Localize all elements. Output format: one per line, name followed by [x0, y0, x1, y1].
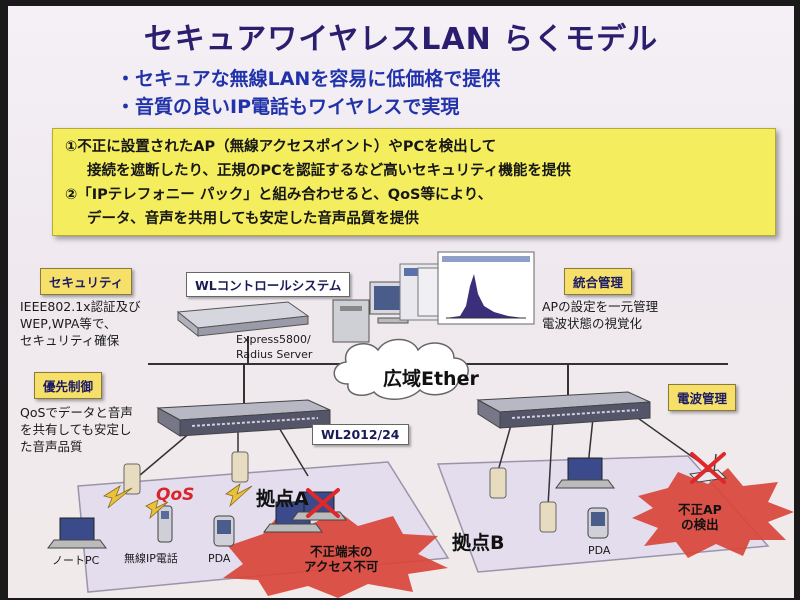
feature-line: データ、音声を共用しても安定した音声品質を提供: [87, 211, 419, 227]
radio-tag: 電波管理: [668, 384, 737, 411]
burst-a-text: 不正端末の アクセス不可: [304, 544, 378, 574]
switch-model-label: WL2012/24: [312, 424, 409, 445]
management-tag: 統合管理: [564, 268, 633, 295]
server-icon: [176, 301, 310, 338]
feature-box: ①不正に設置されたAP（無線アクセスポイント）やPCを検出して 接続を遮断したり…: [52, 128, 776, 236]
management-note-line: 電波状態の視覚化: [542, 316, 643, 331]
bullet-point: ・セキュアな無線LANを容易に低価格で提供: [116, 68, 501, 90]
feature-line: ①不正に設置されたAP（無線アクセスポイント）やPCを検出して: [65, 139, 497, 155]
pda-icon: [213, 507, 609, 547]
priority-tag: 優先制御: [34, 372, 103, 399]
burst-a-line: 不正端末の: [309, 544, 373, 559]
cross-icon: [306, 488, 340, 518]
laptop-icon: [47, 457, 615, 549]
burst-b-line: 不正AP: [678, 502, 722, 517]
burst-b-line: の検出: [681, 517, 719, 532]
pda-b-label: PDA: [588, 544, 611, 557]
priority-note-line: QoSでデータと音声: [20, 405, 133, 420]
security-note-line: WEP,WPA等で、: [20, 316, 117, 331]
slide: セキュアワイヤレスLAN らくモデル ・セキュアな無線LANを容易に低価格で提供…: [8, 6, 794, 598]
burst-b-text: 不正AP の検出: [678, 502, 722, 532]
feature-line: 接続を遮断したり、正規のPCを認証するなど高いセキュリティ機能を提供: [87, 163, 571, 179]
wl-control-label: WLコントロールシステム: [186, 272, 351, 297]
management-note: APの設定を一元管理 電波状態の視覚化: [542, 298, 658, 332]
link-b-2: [547, 417, 554, 507]
network-diagram: [47, 251, 794, 598]
notebook-label: ノートPC: [52, 554, 100, 567]
priority-note: QoSでデータと音声 を共有しても安定し た音声品質: [20, 404, 133, 455]
bullet-point: ・音質の良いIP電話もワイヤレスで実現: [116, 96, 460, 118]
burst-a-line: アクセス不可: [304, 559, 379, 574]
security-note: IEEE802.1x認証及び WEP,WPA等で、 セキュリティ確保: [20, 298, 141, 349]
security-note-line: セキュリティ確保: [20, 333, 120, 348]
cross-ap-icon: [690, 452, 726, 484]
link-a-3: [277, 425, 309, 477]
feature-line: ②「IPテレフォニー パック」と組み合わせると、QoS等により、: [65, 187, 493, 203]
management-screens-icon: [399, 251, 535, 325]
ip-phone-label: 無線IP電話: [124, 552, 178, 565]
wireless-signal-icon: [102, 482, 253, 520]
switch-b-icon: [476, 391, 651, 429]
access-point-icon: [123, 451, 557, 533]
slide-title: セキュアワイヤレスLAN らくモデル: [143, 22, 659, 57]
switch-a-icon: [156, 399, 331, 437]
cloud-shape: [333, 338, 469, 400]
server-label-line: Radius Server: [236, 348, 313, 361]
qos-label: QoS: [156, 485, 195, 505]
server-label: Express5800/ Radius Server: [236, 332, 312, 362]
burst-b-shape: [632, 468, 794, 558]
priority-note-line: を共有しても安定し: [20, 422, 132, 437]
site-a-label: 拠点A: [256, 488, 309, 510]
security-note-line: IEEE802.1x認証及び: [20, 299, 141, 314]
burst-a-shape: [223, 511, 448, 598]
management-note-line: APの設定を一元管理: [542, 299, 659, 314]
ip-phone-icon: [157, 505, 173, 543]
priority-note-line: た音声品質: [20, 439, 83, 454]
cloud-label: 広域Ether: [383, 368, 479, 390]
server-label-line: Express5800/: [236, 333, 311, 346]
site-b-label: 拠点B: [452, 532, 505, 554]
pda-a-label: PDA: [208, 552, 231, 565]
security-tag: セキュリティ: [40, 268, 133, 295]
